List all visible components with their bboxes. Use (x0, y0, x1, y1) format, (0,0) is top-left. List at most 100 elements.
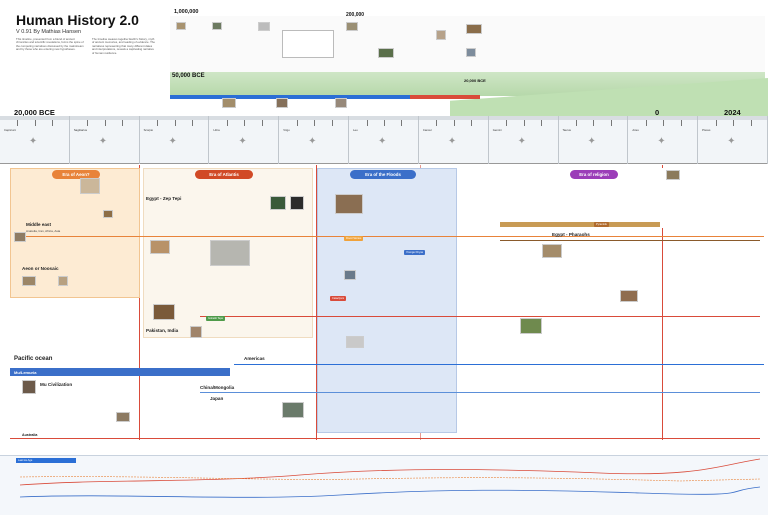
era-divider (139, 165, 140, 440)
ruler-tick (610, 120, 612, 126)
scale-label-2024: 2024 (724, 108, 741, 117)
row-mu-civilization: Mu Civilization (40, 382, 73, 387)
world-map-photo (210, 240, 250, 266)
ruler-tick (733, 120, 734, 126)
era-religion-pill: Era of religion (570, 170, 618, 179)
constellation-icon: ✦ (587, 136, 596, 147)
mini-chart (282, 30, 334, 58)
thumb-image (466, 48, 476, 57)
thumb-image (466, 24, 482, 34)
zodiac-name: Gemini (492, 128, 502, 132)
artifact-photo (150, 240, 170, 254)
artifact-photo (282, 402, 304, 418)
artifact-photo (520, 318, 542, 334)
scale-label-20k-mini: 20,000 BCE (464, 78, 486, 83)
tag-cataclysm: Cataclysm (330, 296, 347, 301)
thumb-image (346, 22, 358, 31)
ruler-tick (366, 120, 368, 126)
bottom-rule (10, 438, 760, 439)
ruler-tick (331, 120, 333, 126)
constellation-icon: ✦ (657, 136, 666, 147)
timeline-bar-china (200, 392, 760, 394)
mini-timeline-blue (170, 95, 470, 99)
artifact-photo (22, 380, 36, 394)
scale-label-50k: 50,000 BCE (172, 73, 205, 79)
ruler-tick (750, 120, 752, 126)
row-australia: Australia (22, 433, 38, 437)
zodiac-cell (209, 116, 280, 164)
artifact-photo (58, 276, 68, 286)
artifact-photo (335, 194, 363, 214)
artifact-photo (290, 196, 304, 210)
ruler-tick (663, 120, 664, 126)
zodiac-cell (140, 116, 210, 164)
tag-flood-stories: Flood Stories (344, 236, 364, 241)
climate-band (0, 455, 768, 515)
ruler-tick (593, 120, 594, 126)
thumb-image (378, 48, 394, 58)
row-aeon-noosaic: Aeon or Noosaic (22, 266, 59, 271)
zodiac-name: Scorpio (143, 128, 154, 132)
ruler-tick (453, 120, 455, 126)
ruler-tick (384, 120, 385, 126)
zodiac-name: Pisces (702, 128, 711, 132)
zodiac-cell (279, 116, 350, 164)
constellation-icon: ✦ (238, 136, 247, 147)
climate-curves (19, 458, 761, 498)
artifact-photo (190, 326, 202, 338)
ruler-tick (436, 120, 437, 126)
ruler-tick (244, 120, 245, 126)
page-title: Human History 2.0 (16, 12, 139, 28)
scale-label-200k: 200,000 (346, 12, 365, 18)
tag-pyramids: Pyramids (594, 222, 609, 227)
zodiac-name: Virgo (283, 128, 290, 132)
zodiac-name: Libra (213, 128, 220, 132)
zodiac-cell (698, 116, 768, 164)
artifact-photo (14, 232, 26, 242)
ruler-tick (104, 120, 106, 126)
timeline-bar-egypt (500, 240, 760, 242)
constellation-icon: ✦ (447, 136, 457, 147)
thumb-image (276, 98, 288, 108)
row-egypt-pharaohs: Egypt - Pharaohs (552, 232, 590, 237)
artifact-photo (116, 412, 130, 422)
constellation-icon: ✦ (98, 136, 108, 147)
artifact-photo (542, 244, 562, 258)
zodiac-cell (70, 116, 140, 164)
year-ruler (0, 116, 768, 120)
artifact-photo (344, 270, 356, 280)
zodiac-name: Capricorn (4, 128, 17, 132)
egypt-dynasty-band (500, 222, 660, 227)
thumb-image (436, 30, 446, 40)
ruler-tick (226, 120, 228, 126)
timeline-bar-americas (234, 364, 764, 366)
ruler-tick (122, 120, 123, 126)
tag-gobekli: Gobekli Tepe (206, 316, 226, 321)
artifact-photo (270, 196, 286, 210)
zodiac-cell (489, 116, 559, 164)
zodiac-name: Cancer (422, 128, 432, 132)
ruler-tick (645, 120, 647, 126)
ruler-tick (541, 120, 542, 126)
ruler-tick (17, 120, 18, 126)
version-label: V 0.91 By Mathias Hansen (16, 29, 82, 35)
thumb-image (335, 98, 347, 108)
thumb-image (258, 22, 270, 31)
constellation-icon: ✦ (168, 136, 177, 147)
row-pacific: Pacific ocean (14, 356, 53, 362)
row-mu-lemuria: Mu/Lemuria (14, 370, 37, 375)
artifact-photo (22, 276, 36, 286)
ruler-tick (314, 120, 315, 126)
artifact-photo (80, 178, 100, 194)
zodiac-name: Leo (353, 128, 358, 132)
row-middle-east-sub: Anatolia, Iran, Africa, Asia (26, 229, 61, 233)
ruler-tick (401, 120, 402, 126)
mini-timeline-red (410, 95, 480, 99)
constellation-icon: ✦ (28, 136, 38, 147)
era-ancient-pill: Era of Aeon? (52, 170, 100, 179)
artifact-photo (346, 336, 364, 348)
era-atlantis-pill: Era of Atlantis (195, 170, 253, 179)
scale-label-20k: 20,000 BCE (14, 108, 55, 117)
ruler-tick (296, 120, 298, 126)
thumb-image (212, 22, 222, 30)
